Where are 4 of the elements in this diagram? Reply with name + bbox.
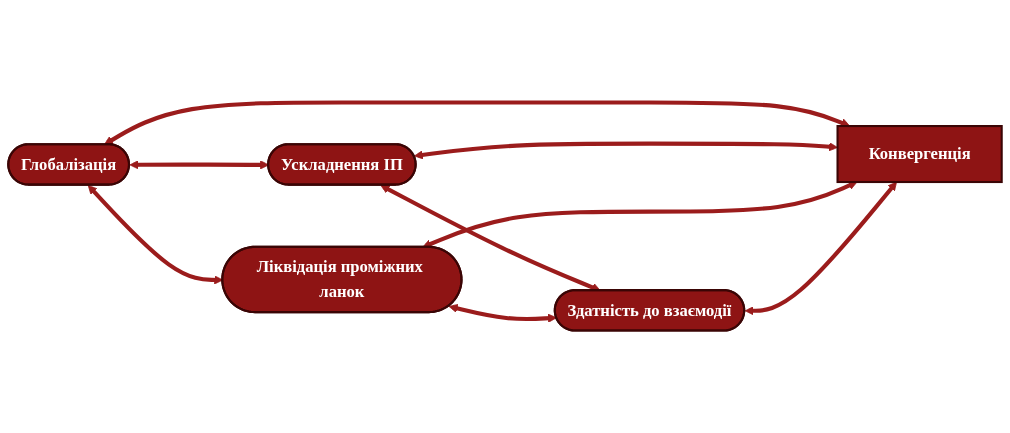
arrow: [104, 100, 851, 145]
arrow: [448, 303, 557, 323]
node-box: Конвергенція: [836, 125, 1003, 184]
arrow: [414, 141, 838, 160]
